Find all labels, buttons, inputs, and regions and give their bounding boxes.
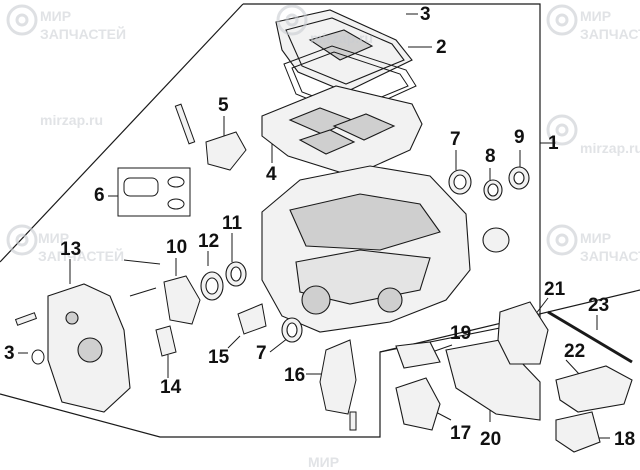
callout-14: 14 (160, 377, 182, 398)
watermark-brand: ЗАПЧАСТЕЙ (38, 248, 125, 264)
sensor (205, 131, 247, 171)
watermark-brand: МИР (580, 8, 612, 24)
callout-13: 13 (60, 239, 82, 260)
timing-cover (47, 283, 131, 413)
watermark-site: mirzap.ru (310, 30, 374, 46)
callout-3: 3 (420, 4, 431, 25)
bolt (174, 103, 196, 145)
engine-block (261, 165, 471, 333)
watermark-brand: МИР (308, 454, 340, 470)
callout-15: 15 (208, 347, 230, 368)
callout-3: 3 (4, 343, 15, 364)
callout-22: 22 (564, 341, 586, 362)
watermark-brand: МИР (40, 8, 72, 24)
callout-10: 10 (166, 237, 188, 258)
callout-2: 2 (436, 37, 447, 58)
gasket (283, 45, 417, 117)
callout-16: 16 (284, 365, 306, 386)
gasket-set-box (117, 167, 191, 217)
callout-7: 7 (450, 129, 461, 150)
watermark-site: mirzap.ru (580, 140, 640, 156)
brackets (237, 303, 357, 431)
callout-9: 9 (514, 127, 525, 148)
callout-18: 18 (614, 429, 636, 450)
oil-pan-cover (275, 9, 413, 93)
engine-mounts (395, 301, 633, 453)
callout-23: 23 (588, 295, 610, 316)
callout-4: 4 (266, 164, 277, 185)
callout-11: 11 (222, 213, 243, 234)
callout-8: 8 (485, 146, 496, 167)
callout-12: 12 (198, 231, 220, 252)
callout-5: 5 (218, 95, 229, 116)
callout-7: 7 (256, 343, 267, 364)
seal-rings (448, 166, 530, 253)
callout-20: 20 (480, 429, 502, 450)
watermark-site: mirzap.ru (40, 112, 104, 128)
pump-parts (14, 259, 201, 365)
upper-block (261, 85, 423, 177)
callout-6: 6 (94, 185, 105, 206)
watermark-brand: МИР (38, 230, 70, 246)
watermark-brand: МИР (580, 230, 612, 246)
watermark-brand: ЗАПЧАСТЕЙ (580, 248, 640, 264)
oil-seals (200, 261, 303, 343)
watermark-brand: ЗАПЧАСТЕЙ (40, 26, 127, 42)
callout-17: 17 (450, 423, 472, 444)
watermark-logos (6, 4, 578, 256)
callout-19: 19 (450, 323, 472, 344)
watermark-brand: ЗАПЧАСТЕЙ (580, 26, 640, 42)
callout-21: 21 (544, 279, 566, 300)
callout-1: 1 (548, 133, 559, 154)
